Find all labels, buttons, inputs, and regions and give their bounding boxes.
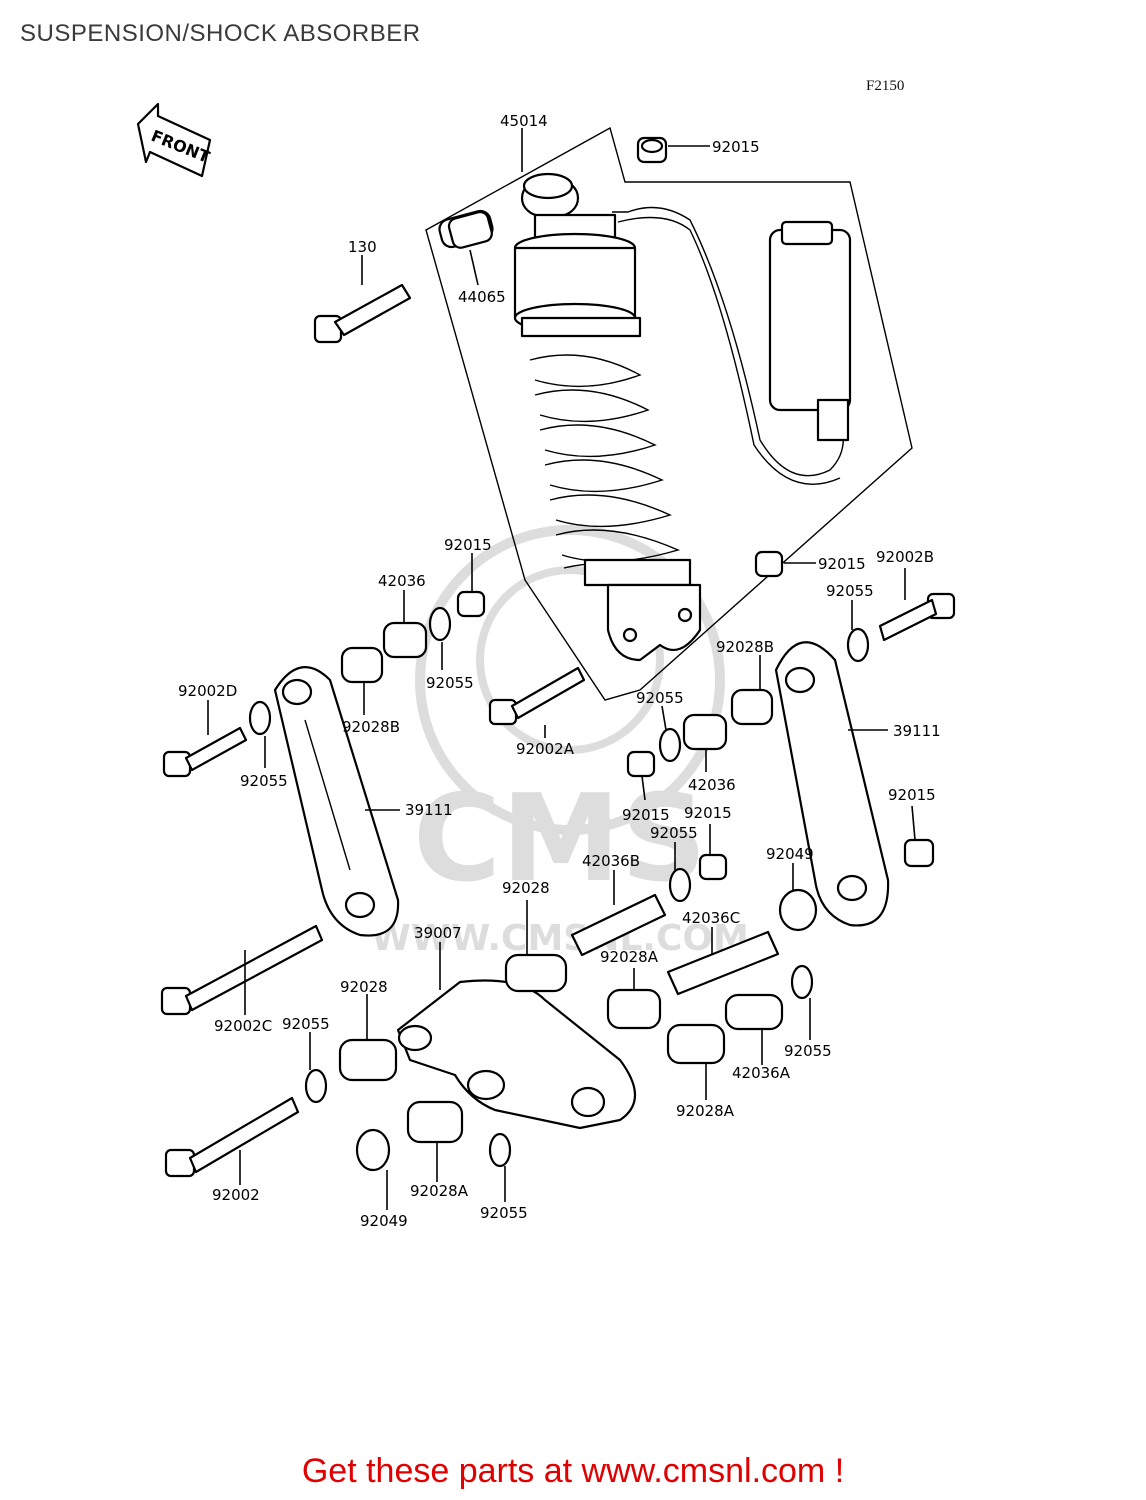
label-92028A: 92028A [676,1102,735,1120]
label-39111: 39111 [405,801,453,819]
label-92002: 92002 [212,1186,260,1204]
label-92015: 92015 [622,806,670,824]
label-92055: 92055 [826,582,874,600]
nut-92015-top [636,136,668,164]
label-92049: 92049 [766,845,814,863]
label-92015: 92015 [818,555,866,573]
leader-lines [207,128,916,1210]
label-92002A: 92002A [516,740,575,758]
label-92028: 92028 [502,879,550,897]
label-45014: 45014 [500,112,548,130]
bolt-92002D [162,726,248,778]
label-92028B: 92028B [716,638,774,656]
cta-prefix: Get these parts at [301,1452,582,1490]
bolt-92002C [160,924,324,1016]
tie-rod-right [774,641,890,927]
label-92055: 92055 [636,689,684,707]
label-39007: 39007 [414,924,462,942]
bolt-92002 [164,1096,300,1178]
tie-rod-left [273,666,400,937]
label-92028A: 92028A [600,948,659,966]
cmsnl-link[interactable]: www.cmsnl.com [581,1452,826,1490]
label-92028A: 92028A [410,1182,469,1200]
label-92055: 92055 [426,674,474,692]
svg-text:CMS: CMS [413,770,707,909]
label-92015: 92015 [712,138,760,156]
bolt-130 [313,283,412,344]
label-39111: 39111 [893,722,941,740]
rocker-arm [396,979,636,1130]
page-title: SUSPENSION/SHOCK ABSORBER [20,20,421,47]
label-92055: 92055 [650,824,698,842]
label-92002B: 92002B [876,548,934,566]
label-92055: 92055 [282,1015,330,1033]
collar-44065 [438,209,494,249]
label-42036C: 42036C [682,909,740,927]
label-92049: 92049 [360,1212,408,1230]
watermark-text: WWW.CMSNL.COM [371,918,749,959]
label-92015: 92015 [888,786,936,804]
label-92002D: 92002D [178,682,237,700]
label-92015: 92015 [444,536,492,554]
label-42036: 42036 [688,776,736,794]
bolt-92002B [878,592,956,642]
cta-banner: Get these parts at www.cmsnl.com ! [0,1452,1146,1491]
label-130: 130 [348,238,377,256]
label-42036A: 42036A [732,1064,791,1082]
label-92015: 92015 [684,804,732,822]
label-42036B: 42036B [582,852,640,870]
label-44065: 44065 [458,288,506,306]
label-92002C: 92002C [214,1017,272,1035]
small-parts [248,550,935,1172]
exploded-diagram: CMS WWW.CMSNL.COM FRONT [136,102,956,1230]
label-42036: 42036 [378,572,426,590]
label-92055: 92055 [784,1042,832,1060]
label-92028B: 92028B [342,718,400,736]
label-92055: 92055 [240,772,288,790]
cta-suffix: ! [825,1452,845,1490]
label-92028: 92028 [340,978,388,996]
bolt-92002A [488,666,586,726]
front-arrow-icon: FRONT [136,102,212,178]
label-92055: 92055 [480,1204,528,1222]
part-labels: 45014 92015 130 44065 92015 42036 92055 … [178,112,941,1230]
figure-code: F2150 [866,78,905,94]
assembly-outline [425,126,913,701]
watermark: CMS WWW.CMSNL.COM [371,525,749,959]
shock-absorber [513,172,852,662]
